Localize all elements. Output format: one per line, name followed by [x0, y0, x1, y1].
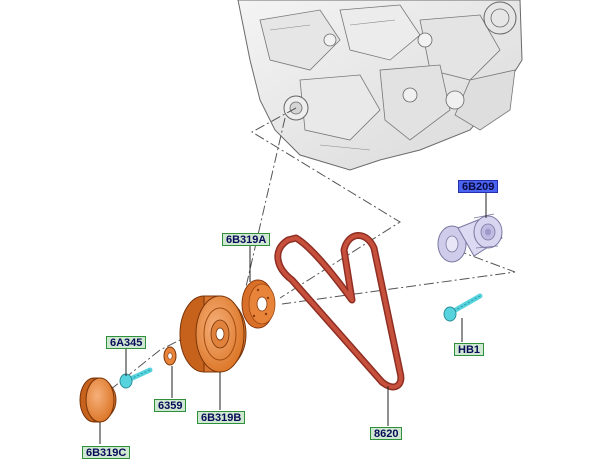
belt-tensioner [437, 213, 503, 263]
pulley-plate [241, 279, 276, 329]
washer [163, 346, 177, 366]
crankshaft-bolt [119, 367, 153, 389]
callout-6B319A[interactable]: 6B319A [222, 233, 271, 246]
callout-6B319B[interactable]: 6B319B [197, 411, 246, 424]
callout-6359[interactable]: 6359 [154, 399, 187, 412]
callout-6B209[interactable]: 6B209 [458, 180, 499, 193]
callout-6B319C[interactable]: 6B319C [82, 446, 131, 459]
crankshaft-pulley [179, 295, 247, 373]
leader-lines [99, 193, 487, 444]
tensioner-bolt [443, 293, 483, 322]
callout-6A345[interactable]: 6A345 [106, 336, 147, 349]
engine-block [237, 0, 523, 171]
pulley-end-cap [79, 377, 117, 423]
drive-belt [274, 232, 405, 391]
callout-8620[interactable]: 8620 [370, 427, 403, 440]
callout-HB1[interactable]: HB1 [454, 343, 485, 356]
